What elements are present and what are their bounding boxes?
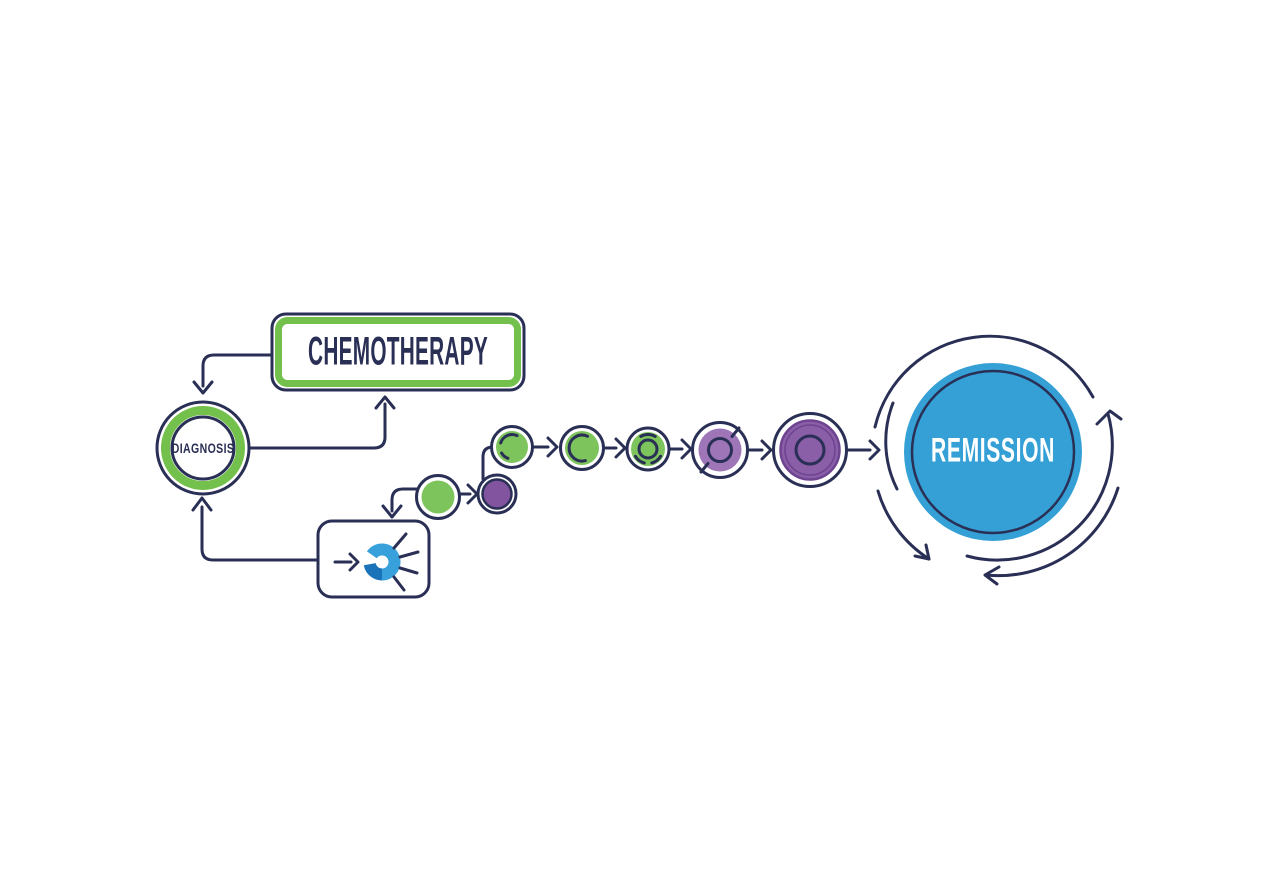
arrowhead-down-icon bbox=[192, 380, 214, 395]
arrowhead-up-icon bbox=[1095, 409, 1123, 426]
cell-6-purple-nucleus bbox=[691, 421, 749, 479]
arrowhead-right-icon bbox=[680, 438, 693, 460]
cycle-arc-top bbox=[873, 334, 1095, 429]
treatment-node bbox=[316, 519, 431, 599]
diagnosis-node bbox=[155, 400, 251, 496]
arrowhead-right-icon bbox=[868, 439, 881, 461]
cell-crescent-light bbox=[366, 543, 401, 581]
connector-cell4-to-cell5 bbox=[603, 437, 627, 459]
cell-5-green-nucleus bbox=[625, 426, 671, 472]
connector-treatment-to-diagnosis bbox=[191, 496, 319, 562]
cycle-arc-bottom-left bbox=[876, 489, 931, 561]
cycle-arrows bbox=[873, 334, 1123, 586]
cell-crescent-dark bbox=[363, 562, 383, 581]
cell-4-green bbox=[559, 425, 605, 471]
diagnosis-label: DIAGNOSIS bbox=[171, 441, 235, 457]
arrowhead-up-icon bbox=[191, 496, 213, 512]
connector-cell3-to-cell4 bbox=[531, 436, 559, 458]
connector-cell1-to-cell2 bbox=[459, 483, 479, 505]
arrowhead-right-icon bbox=[546, 436, 559, 458]
arrowhead-left-icon bbox=[983, 565, 1001, 586]
remission-node bbox=[873, 334, 1123, 586]
cycle-arc-bottom-right bbox=[984, 486, 1120, 578]
cell-3-green bbox=[490, 425, 534, 469]
chemotherapy-label: CHEMOTHERAPY bbox=[308, 329, 488, 374]
targeted-cell-icon bbox=[333, 532, 420, 592]
arrowhead-up-icon bbox=[374, 395, 396, 410]
connector-chemotherapy-to-diagnosis bbox=[192, 353, 274, 395]
cell-1-green-small bbox=[415, 474, 461, 520]
connector-cell1-to-treatment bbox=[381, 487, 419, 519]
cell-2-purple-small bbox=[476, 473, 518, 515]
arrowhead-right-icon bbox=[614, 437, 627, 459]
cycle-arc-right bbox=[965, 412, 1114, 562]
arrowhead-se-icon bbox=[913, 543, 931, 561]
cell-spikes bbox=[392, 532, 420, 592]
connector-diagnosis-to-chemotherapy bbox=[248, 395, 396, 450]
connector-cell7-to-remission bbox=[846, 439, 881, 461]
chemotherapy-node bbox=[270, 312, 526, 392]
cell-7-purple-large bbox=[772, 412, 848, 488]
arrowhead-down-icon bbox=[381, 504, 403, 519]
arrowhead-right-icon bbox=[760, 439, 773, 461]
connector-cell5-to-cell6 bbox=[668, 438, 693, 460]
cycle-arc-left-inner bbox=[884, 401, 899, 491]
remission-label: REMISSION bbox=[931, 431, 1055, 470]
arrowhead-right-icon bbox=[348, 552, 360, 572]
connector-cell6-to-cell7 bbox=[746, 439, 773, 461]
